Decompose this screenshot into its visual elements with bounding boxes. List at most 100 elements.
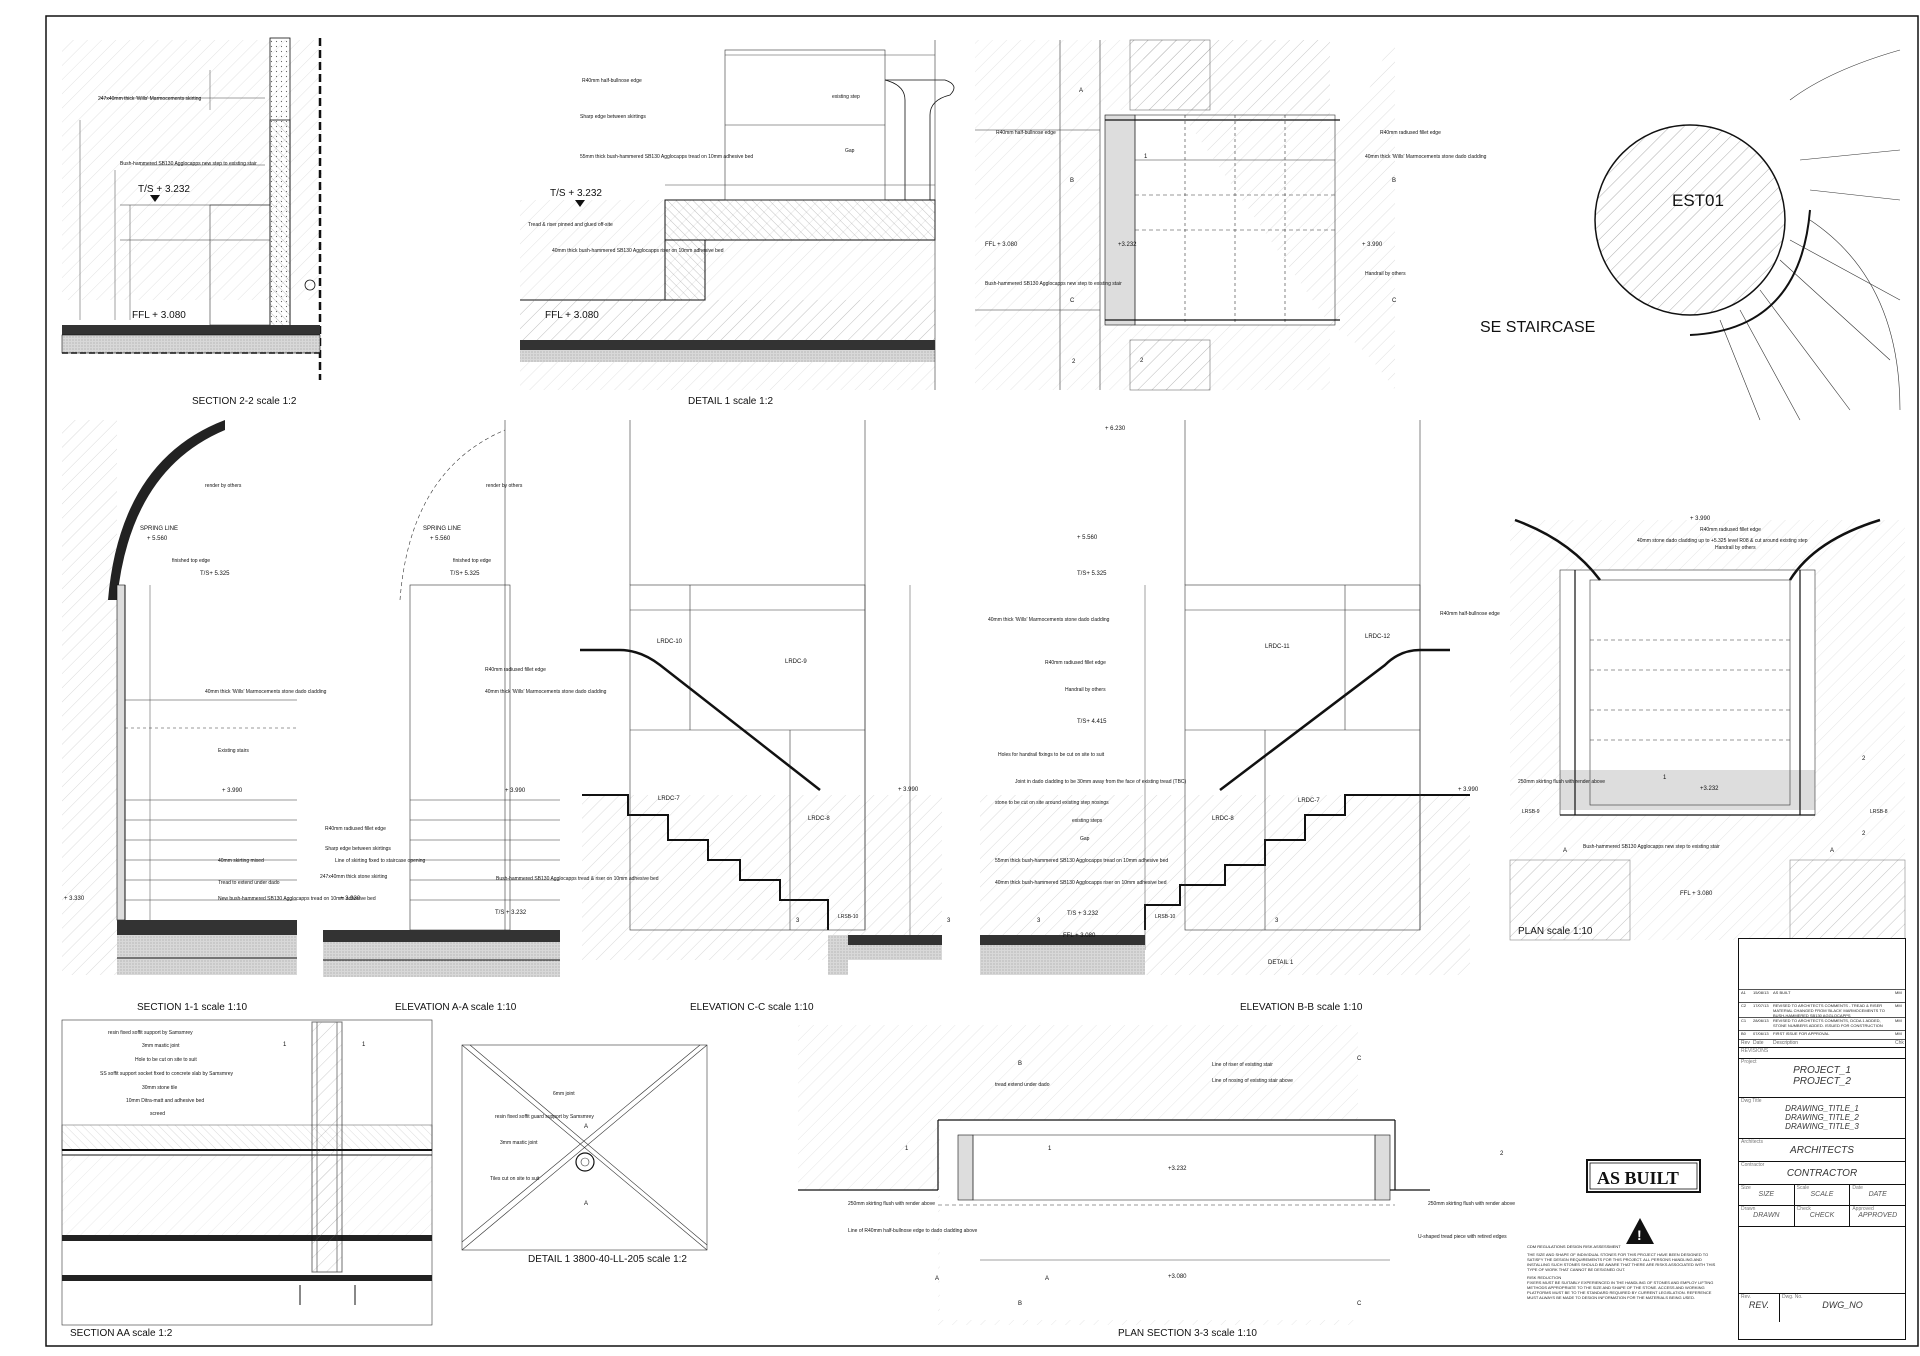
plan-note-6: LRSB-9	[1522, 809, 1540, 815]
scale-cell: Scale SCALE	[1795, 1185, 1851, 1205]
svg-text:1: 1	[905, 1146, 909, 1152]
pt-note-4: Handrail by others	[1365, 271, 1406, 277]
svg-text:A: A	[584, 1124, 588, 1130]
contractor-box: Contractor CONTRACTOR	[1739, 1162, 1905, 1185]
approved-value: APPROVED	[1858, 1212, 1898, 1219]
plan-caption: PLAN scale 1:10	[1518, 926, 1593, 937]
s11-note-1: render by others	[205, 483, 242, 489]
elevation-a-a-caption: ELEVATION A-A scale 1:10	[395, 1002, 517, 1013]
s11-note-6: Tread to extend under dado	[218, 880, 280, 886]
eaa-note-7: Line of skirting fixed to staircase open…	[335, 858, 426, 864]
eaa-note-9: Bush-hammered SB130 Agglocapps tread & r…	[496, 876, 659, 882]
date-col: Date	[1753, 1040, 1764, 1046]
svg-text:3: 3	[1037, 918, 1041, 924]
ecc-panel-2: LRDC-9	[785, 659, 807, 665]
revision-row: A1 15/08/13 AS BUILT MM	[1739, 989, 1905, 1002]
revision-row: C2 17/07/13 REVISED TO ARCHITECTS COMMEN…	[1739, 1002, 1905, 1017]
rev-date: 15/08/13	[1753, 990, 1769, 995]
pt-note-2: R40mm radiused fillet edge	[1380, 130, 1441, 136]
rev-id: A1	[1741, 990, 1746, 995]
dwgno-cell: Dwg. No. DWG_NO	[1780, 1294, 1905, 1322]
s11-level-3990: + 3.990	[222, 788, 243, 794]
eaa-level-3990: + 3.990	[505, 788, 526, 794]
ps33-note-2: Line of nosing of existing stair above	[1212, 1078, 1293, 1084]
ebb-note-5: Joint in dado cladding to be 30mm away f…	[1015, 779, 1187, 785]
ebb-note-7: existing steps	[1072, 818, 1103, 824]
d1-note-1: R40mm half-bullnose edge	[582, 78, 642, 84]
eaa-level-5560: + 5.560	[430, 536, 451, 542]
size-value: SIZE	[1758, 1191, 1775, 1198]
d1-note-5: 40mm thick bush-hammered SB130 Agglocapp…	[552, 248, 724, 254]
dwg-title-1: DRAWING_TITLE_1	[1785, 1104, 1859, 1113]
svg-text:2: 2	[1862, 756, 1866, 762]
section-2-2-drawing: 247x40mm thick 'Wills' Marmocements skir…	[61, 37, 322, 407]
svg-text:1: 1	[362, 1042, 366, 1048]
eaa-level-3330: + 3.330	[340, 896, 361, 902]
ebb-note-12: R40mm half-bullnose edge	[1440, 611, 1500, 617]
cdm-notes: ! CDM REGULATIONS DESIGN RISK ASSESSMENT…	[1527, 1218, 1716, 1300]
rev-id: B0	[1741, 1031, 1746, 1036]
d1b-note-2: resin fixed soffit guard support by Sams…	[495, 1114, 594, 1120]
architects-value: ARCHITECTS	[1790, 1145, 1854, 1156]
dwg-title-2: DRAWING_TITLE_2	[1785, 1113, 1859, 1122]
pt-note-3: 40mm thick 'Wills' Marmocements stone da…	[1365, 154, 1487, 160]
svg-text:A: A	[1830, 848, 1834, 854]
check-cell: Check CHECK	[1795, 1206, 1851, 1226]
cdm-body: THE SIZE AND SHAPE OF INDIVIDUAL STONES …	[1527, 1252, 1716, 1272]
pt-note-1: R40mm half-bullnose edge	[996, 130, 1056, 136]
ebb-note-4: Holes for handrail fixings to be cut on …	[998, 752, 1105, 758]
pt-note-5: Bush-hammered SB130 Agglocapps new step …	[985, 281, 1122, 287]
ps33-note-6: Line of R40mm half-bullnose edge to dado…	[848, 1228, 977, 1234]
plan-level-3990: + 3.990	[1690, 516, 1711, 522]
cdm-heading: CDM REGULATIONS DESIGN RISK ASSESSMENT	[1527, 1244, 1621, 1249]
svg-text:1: 1	[1663, 775, 1667, 781]
svg-text:A: A	[1079, 88, 1083, 94]
s11-note-2: finished top edge	[172, 558, 210, 564]
d1b-note-4: Tiles cut on site to suit	[490, 1176, 540, 1182]
ecc-panel-4: LRDC-8	[808, 816, 830, 822]
svg-text:!: !	[1637, 1227, 1642, 1243]
revisions-table: A1 15/08/13 AS BUILT MM C2 17/07/13 REVI…	[1739, 939, 1905, 1048]
detail-1-caption: DETAIL 1 scale 1:2	[688, 396, 773, 407]
svg-text:B: B	[1018, 1061, 1022, 1067]
svg-text:2: 2	[1140, 358, 1144, 364]
saa-note-4: SS soffit support socket fixed to concre…	[100, 1071, 234, 1077]
eaa-level-spring: SPRING LINE	[423, 526, 461, 532]
title-block: A1 15/08/13 AS BUILT MM C2 17/07/13 REVI…	[1738, 938, 1906, 1340]
rev-date: 17/07/13	[1753, 1003, 1769, 1008]
svg-text:B: B	[1018, 1301, 1022, 1307]
eaa-level-5325: T/S+ 5.325	[450, 571, 480, 577]
drawing-title-box: Dwg Title DRAWING_TITLE_1 DRAWING_TITLE_…	[1739, 1098, 1905, 1139]
svg-text:1: 1	[1048, 1146, 1052, 1152]
ebb-panel-5: LRSB-10	[1155, 914, 1176, 920]
svg-text:A: A	[1045, 1276, 1049, 1282]
eaa-note-2: finished top edge	[453, 558, 491, 564]
pt-level-tread: +3.232	[1118, 242, 1137, 248]
contractor-value: CONTRACTOR	[1786, 1168, 1858, 1179]
rev-by: MM	[1895, 1018, 1902, 1023]
dwg-no-value: DWG_NO	[1822, 1300, 1863, 1310]
saa-note-3: Hole to be cut on site to suit	[135, 1057, 197, 1063]
d1-note-4: Tread & riser pinned and glued off-site	[528, 222, 613, 228]
rev-by: MM	[1895, 1003, 1902, 1008]
plan-note-2: 40mm stone dado cladding up to +5.325 le…	[1637, 538, 1808, 544]
desc-col: Description	[1773, 1040, 1799, 1046]
drawn-label: Drawn	[1741, 1206, 1756, 1212]
sheet-border	[45, 15, 1919, 1347]
svg-text:3: 3	[947, 918, 951, 924]
eaa-note-3: R40mm radiused fillet edge	[485, 667, 546, 673]
section-aa-caption: SECTION AA scale 1:2	[70, 1328, 173, 1339]
pt-level-ffl: FFL + 3.080	[985, 242, 1018, 248]
elevation-b-b-drawing: LRDC-11 LRDC-12 LRDC-8 LRDC-7 LRSB-10 + …	[980, 420, 1500, 1013]
ebb-level-3232: T/S + 3.232	[1067, 911, 1099, 917]
ps33-level-3232: +3.232	[1168, 1166, 1187, 1172]
plan-note-7: LRSB-8	[1870, 809, 1888, 815]
elevation-b-b-caption: ELEVATION B-B scale 1:10	[1240, 1002, 1363, 1013]
eaa-note-8: 247x40mm thick stone skirting	[320, 874, 387, 880]
ps33-note-5: 250mm skirting flush with render above	[1428, 1201, 1515, 1207]
ps33-note-7: U-shaped tread piece with retired edges	[1418, 1234, 1507, 1240]
size-cell: Size SIZE	[1739, 1185, 1795, 1205]
approved-cell: Approved APPROVED	[1850, 1206, 1905, 1226]
ebb-level-5560: + 5.560	[1077, 535, 1098, 541]
ecc-panel-3: LRDC-7	[658, 796, 680, 802]
